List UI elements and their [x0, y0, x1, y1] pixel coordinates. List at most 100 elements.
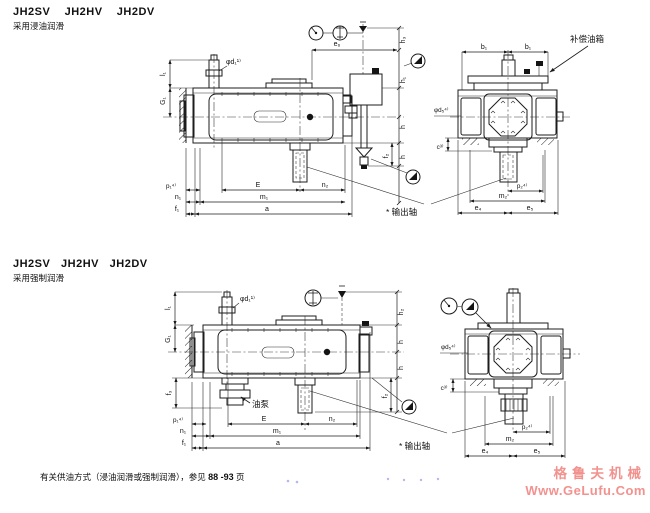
dim-label-f3: f₃ [166, 390, 173, 395]
bottom-section-subtitle: 采用强制润滑 [13, 273, 65, 283]
oil-drain-icon [371, 377, 417, 415]
dim-label-n1: n₁ [175, 194, 182, 201]
dim-label-phid5: φd₅⁴⁾ [441, 344, 456, 351]
input-shaft-up [506, 288, 521, 324]
chain-ticks [394, 289, 400, 415]
input-shaft [218, 291, 236, 326]
oil-level-gauge-icon [440, 297, 458, 315]
top-front-dimensions: l₁ G₁ φd₁¹⁾ e₆ h₃ h₁ h h f₂ [160, 25, 507, 217]
extension-lines [185, 108, 353, 217]
dim-label-l1: l₁ [160, 71, 167, 76]
chain-ticks [396, 25, 402, 206]
dim-label-n2: n₂ [322, 182, 329, 189]
dim-label-e6: e₆ [334, 41, 341, 48]
bolt-marks [495, 337, 531, 371]
oil-level-gauge-icon [308, 25, 324, 41]
dim-label-p2: p₂⁴⁾ [522, 424, 533, 431]
dim-label-E: E [262, 416, 267, 423]
dim-label-p2: p₂⁴⁾ [517, 183, 528, 190]
dim-label-f1: f₁ [182, 440, 187, 447]
inspection-cover [265, 82, 313, 89]
oil-drain-icon [370, 158, 421, 185]
dim-label-m2: m₂ [499, 193, 508, 200]
top-section-subtitle: 采用浸油润滑 [13, 21, 65, 31]
gear-housing [192, 87, 344, 144]
side-base [470, 378, 559, 425]
top-front-view [163, 21, 404, 192]
bottom-front-view: φd₁¹⁾ 油泵 [168, 285, 404, 430]
dim-label-h2: h₂ [398, 308, 405, 315]
output-shaft [294, 377, 316, 414]
output-shaft [289, 142, 311, 183]
wall-hatch [179, 88, 186, 143]
dim-label-l1: l₁ [165, 305, 172, 310]
compensation-tank [342, 68, 383, 169]
watermark: 格鲁夫机械 Www.GeLufu.Com [525, 466, 646, 499]
extension-lines [464, 381, 566, 458]
bolt-marks [490, 100, 526, 134]
dim-label-h3: h₃ [400, 36, 407, 43]
octagon-face [493, 334, 533, 374]
output-shaft-label: * 输出轴 [386, 207, 417, 217]
oil-pump [219, 377, 251, 406]
dim-label-phid5: φd₅⁴⁾ [434, 107, 449, 114]
dim-label-e4: e₄ [482, 448, 489, 455]
octagon-face [488, 97, 528, 137]
pipe-fitting [359, 326, 373, 336]
dim-label-p1: p₁⁴⁾ [166, 183, 176, 190]
side-base [462, 137, 554, 183]
footer-pages: 88 -93 [208, 472, 234, 482]
housing-bolts [231, 328, 329, 376]
wall-hatch [185, 325, 192, 378]
dim-label-a: a [276, 440, 280, 447]
dim-label-f2: f₂ [382, 393, 389, 398]
thermometer-icon [304, 289, 322, 307]
dim-label-e5: e₅ [527, 205, 534, 212]
oil-pump-label: 油泵 [252, 399, 270, 409]
bottom-section-title: JH2SV JH2HV JH2DV [13, 258, 148, 270]
dim-label-a: a [265, 206, 269, 213]
footer-note: 有关供油方式（浸油润滑或强制润滑），参见 88 -93 页 [40, 471, 245, 483]
dim-label-m1: m₁ [273, 428, 282, 435]
dim-label-f2: f₂ [383, 153, 390, 158]
oil-fitting-icon [403, 53, 426, 69]
dim-label-n1: n₁ [180, 428, 187, 435]
dim-label-h: h [400, 125, 407, 129]
bottom-side-view: φd₅⁴⁾ c³⁾ p₂⁴⁾ m₂ e₄ [440, 288, 580, 458]
dim-label-e4: e₄ [475, 205, 482, 212]
scan-artifact-dots [286, 477, 440, 484]
dim-label-h: h [398, 340, 405, 344]
housing-bolts [221, 92, 319, 142]
dim-label-h1: h₁ [400, 76, 407, 83]
dim-label-e5: e₅ [534, 448, 541, 455]
dim-label-phid1: φd₁¹⁾ [240, 295, 255, 303]
gear-housing [202, 324, 361, 379]
extension-lines [457, 140, 559, 215]
extension-lines [191, 332, 371, 451]
input-shaft [205, 54, 223, 89]
dim-label-c: c³⁾ [441, 385, 448, 392]
thermometer-icon [332, 25, 348, 41]
footer-text: 有关供油方式（浸油润滑或强制润滑），参见 [40, 472, 206, 482]
top-side-view: b₁ b₁ 补偿油箱 [434, 34, 605, 215]
side-housing [457, 89, 558, 139]
dim-label-phid1: φd₁¹⁾ [226, 58, 241, 66]
dim-label-G1: G₁ [165, 334, 172, 342]
dim-label-b1: b₁ [525, 44, 532, 51]
breather-icon [359, 21, 367, 32]
bottom-front-dimensions: l₁ G₁ h₂ h h f₂ f₃ [165, 289, 515, 451]
watermark-name: 格鲁夫机械 [553, 466, 646, 481]
dim-label-p1: p₁⁴⁾ [173, 417, 183, 424]
watermark-url: Www.GeLufu.Com [525, 482, 646, 498]
footer-suffix: 页 [236, 472, 245, 482]
dim-label-h: h [400, 155, 407, 159]
tank-label: 补偿油箱 [570, 34, 605, 44]
output-shaft-label: * 输出轴 [399, 441, 430, 451]
inspection-plug [306, 113, 314, 121]
dim-label-m2: m₂ [506, 436, 515, 443]
dim-label-f1: f₁ [175, 206, 180, 213]
dim-label-G1: G₁ [160, 96, 167, 104]
dim-label-h: h [398, 366, 405, 370]
